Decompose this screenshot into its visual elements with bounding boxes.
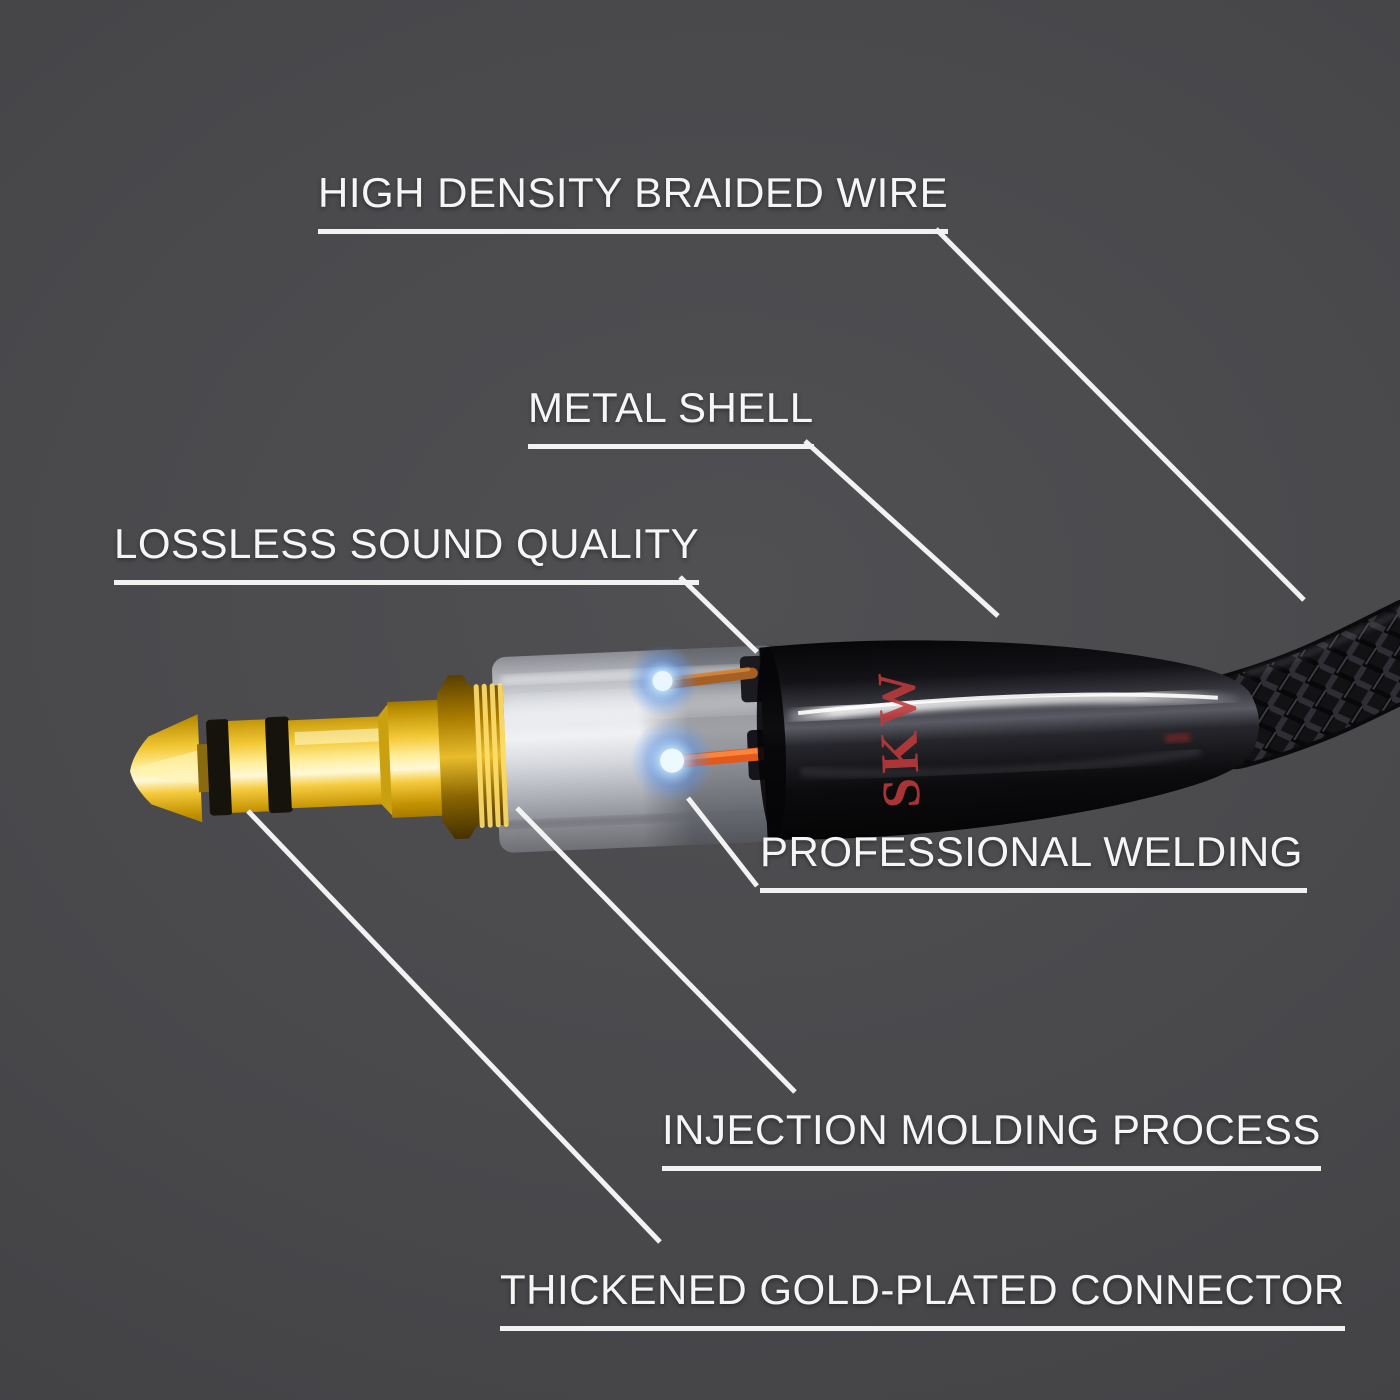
brand-logo: SKW xyxy=(866,666,932,810)
metal-shell-body: SKW xyxy=(756,640,1259,840)
label-thickened-gold-plated-connector: THICKENED GOLD-PLATED CONNECTOR xyxy=(500,1269,1345,1331)
line-injection-molding-process xyxy=(515,806,797,1094)
line-thickened-gold-plated-connector xyxy=(246,809,662,1244)
line-metal-shell xyxy=(803,439,1000,618)
label-lossless-sound-quality: LOSSLESS SOUND QUALITY xyxy=(114,523,700,585)
cable-connector: SKW xyxy=(130,597,1400,853)
insulator-ring xyxy=(264,716,293,814)
gold-plug xyxy=(130,674,509,840)
line-professional-welding xyxy=(686,796,759,888)
label-metal-shell: METAL SHELL xyxy=(528,387,814,449)
line-lossless-sound-quality xyxy=(678,575,759,654)
braided-cable xyxy=(1185,597,1400,770)
label-professional-welding: PROFESSIONAL WELDING xyxy=(760,831,1307,893)
hex-flange xyxy=(436,674,481,840)
callout-lines xyxy=(246,227,1306,1244)
plug-base xyxy=(387,699,445,818)
line-high-density-braided-wire xyxy=(934,227,1306,602)
label-injection-molding-process: INJECTION MOLDING PROCESS xyxy=(662,1109,1321,1171)
insulator-ring xyxy=(206,719,233,816)
label-high-density-braided-wire: HIGH DENSITY BRAIDED WIRE xyxy=(318,172,949,234)
